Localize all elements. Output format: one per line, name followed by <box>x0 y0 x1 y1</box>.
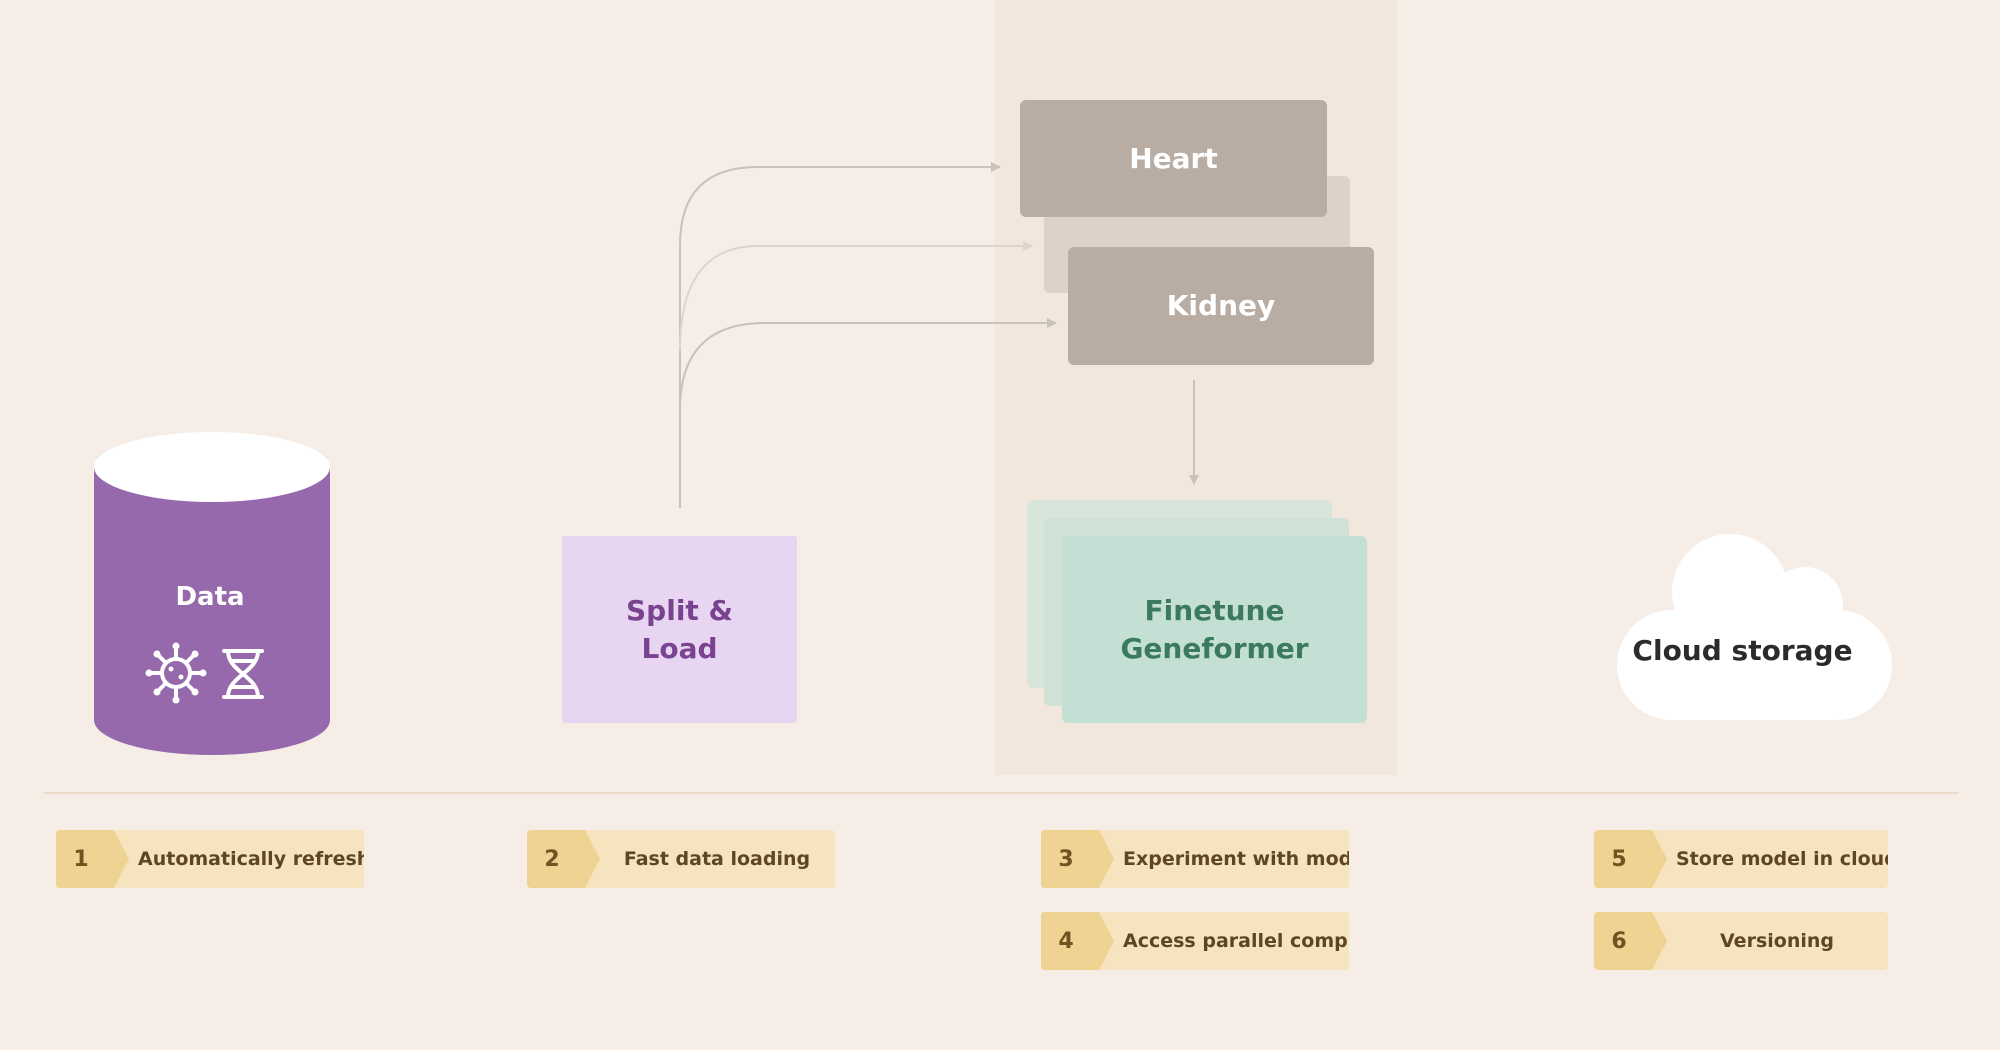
finetune-label-line2: Geneformer <box>1120 631 1309 665</box>
step-number-badge: 3 <box>1041 830 1114 888</box>
step-number-badge: 1 <box>56 830 129 888</box>
step-number-badge: 2 <box>527 830 600 888</box>
step-1: 1 Automatically refresh <box>56 830 364 888</box>
step-3: 3 Experiment with models <box>1041 830 1349 888</box>
cloud-storage-label: Cloud storage <box>1632 633 1853 667</box>
virus-icon <box>145 642 207 704</box>
cloud-shape <box>1617 534 1892 720</box>
step-label: Access parallel compute <box>1123 930 1349 952</box>
step-number-badge: 6 <box>1594 912 1667 970</box>
step-label: Experiment with models <box>1123 848 1349 870</box>
step-label: Store model in cloud <box>1676 848 1888 870</box>
split-label-line1: Split & <box>626 593 733 627</box>
finetune-geneformer-box: Finetune Geneformer <box>1062 536 1367 723</box>
step-label: Versioning <box>1720 930 1834 952</box>
split-label-line2: Load <box>641 631 718 665</box>
data-label: Data <box>175 582 244 612</box>
dna-icon <box>222 649 264 699</box>
step-number-badge: 4 <box>1041 912 1114 970</box>
model-kidney-label: Kidney <box>1166 289 1276 323</box>
step-label: Automatically refresh <box>138 848 364 870</box>
step-2: 2 Fast data loading <box>527 830 835 888</box>
model-card-heart: Heart <box>1020 100 1327 217</box>
connector-to-middle-model <box>679 241 1033 351</box>
step-4: 4 Access parallel compute <box>1041 912 1349 970</box>
step-5: 5 Store model in cloud <box>1594 830 1888 888</box>
model-heart-label: Heart <box>1129 141 1218 175</box>
step-6: 6 Versioning <box>1594 912 1888 970</box>
model-card-kidney: Kidney <box>1068 247 1374 365</box>
step-number-badge: 5 <box>1594 830 1667 888</box>
connector-to-heart <box>679 162 1001 508</box>
step-label: Fast data loading <box>623 848 811 870</box>
finetune-label-line1: Finetune <box>1144 593 1285 627</box>
split-load-box: Split & Load <box>562 536 797 723</box>
section-divider <box>44 792 1959 794</box>
connector-to-kidney <box>679 318 1057 411</box>
data-cylinder: Data <box>94 432 330 755</box>
